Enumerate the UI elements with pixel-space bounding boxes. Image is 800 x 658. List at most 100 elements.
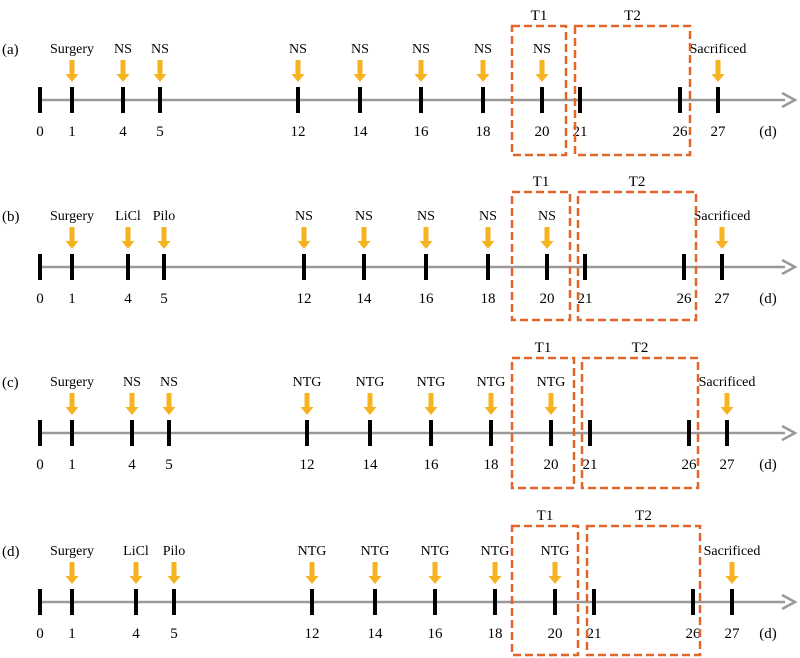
event-label-a-ns-14: NS — [351, 42, 369, 57]
tick-label-a-16: 16 — [414, 124, 430, 140]
event-arrow-icon-d-5 — [167, 562, 181, 584]
unit-label-c: (d) — [759, 457, 777, 473]
period-label-a-t2: T2 — [624, 8, 641, 24]
event-arrow-icon-b-1 — [65, 227, 79, 249]
tick-label-a-1: 1 — [68, 124, 76, 140]
event-label-d-ntg-12: NTG — [298, 544, 327, 559]
event-arrow-icon-a-18 — [476, 60, 490, 82]
tick-label-c-27: 27 — [720, 457, 736, 473]
event-arrow-icon-d-4 — [129, 562, 143, 584]
event-label-d-licl-4: LiCl — [123, 544, 149, 559]
tick-label-c-21: 21 — [583, 457, 598, 473]
event-label-b-ns-12: NS — [295, 209, 313, 224]
tick-label-b-26: 26 — [677, 291, 693, 307]
event-label-b-ns-14: NS — [355, 209, 373, 224]
period-label-c-t2: T2 — [632, 340, 649, 356]
event-label-d-surgery-1: Surgery — [50, 544, 94, 559]
event-arrow-icon-d-12 — [305, 562, 319, 584]
tick-label-d-20: 20 — [548, 626, 563, 642]
event-label-b-sacrificed-27: Sacrificed — [694, 209, 751, 224]
tick-label-c-20: 20 — [544, 457, 559, 473]
tick-label-d-1: 1 — [68, 626, 76, 642]
period-box-d-t1 — [510, 524, 580, 657]
tick-label-d-26: 26 — [686, 626, 702, 642]
period-box-b-t2 — [576, 190, 698, 322]
period-label-d-t2: T2 — [635, 508, 652, 524]
tick-label-d-0: 0 — [36, 626, 44, 642]
event-arrow-icon-c-5 — [162, 393, 176, 415]
tick-label-d-16: 16 — [428, 626, 444, 642]
event-label-d-ntg-14: NTG — [361, 544, 390, 559]
event-label-c-ntg-16: NTG — [417, 375, 446, 390]
tick-label-d-21: 21 — [587, 626, 602, 642]
event-arrow-icon-a-16 — [414, 60, 428, 82]
tick-label-c-1: 1 — [68, 457, 76, 473]
tick-label-a-5: 5 — [156, 124, 164, 140]
axis-arrow-head-d — [781, 593, 798, 611]
event-arrow-icon-b-12 — [297, 227, 311, 249]
tick-label-c-4: 4 — [128, 457, 136, 473]
tick-label-a-20: 20 — [535, 124, 550, 140]
panel-label-c: (c) — [2, 375, 19, 391]
event-label-a-ns-20: NS — [533, 42, 551, 57]
event-label-d-ntg-16: NTG — [421, 544, 450, 559]
period-box-a-t1 — [510, 24, 568, 157]
period-label-a-t1: T1 — [531, 8, 548, 24]
event-label-c-ntg-18: NTG — [477, 375, 506, 390]
period-label-b-t2: T2 — [629, 174, 646, 190]
event-label-c-ntg-14: NTG — [356, 375, 385, 390]
event-arrow-icon-c-18 — [484, 393, 498, 415]
event-label-a-surgery-1: Surgery — [50, 42, 94, 57]
event-label-c-ntg-20: NTG — [537, 375, 566, 390]
period-label-c-t1: T1 — [535, 340, 552, 356]
event-arrow-icon-c-16 — [424, 393, 438, 415]
event-arrow-icon-b-20 — [540, 227, 554, 249]
event-arrow-icon-c-14 — [363, 393, 377, 415]
event-arrow-icon-b-27 — [715, 227, 729, 249]
event-arrow-icon-c-27 — [720, 393, 734, 415]
tick-label-b-18: 18 — [481, 291, 496, 307]
event-label-b-surgery-1: Surgery — [50, 209, 94, 224]
tick-label-a-12: 12 — [291, 124, 306, 140]
event-label-c-sacrificed-27: Sacrificed — [699, 375, 756, 390]
tick-label-c-16: 16 — [424, 457, 440, 473]
event-label-a-ns-5: NS — [151, 42, 169, 57]
event-arrow-icon-a-4 — [116, 60, 130, 82]
event-label-a-ns-16: NS — [412, 42, 430, 57]
unit-label-b: (d) — [759, 291, 777, 307]
event-arrow-icon-a-12 — [291, 60, 305, 82]
event-label-d-sacrificed-27: Sacrificed — [704, 544, 761, 559]
tick-label-d-27: 27 — [725, 626, 741, 642]
panel-label-b: (b) — [2, 209, 20, 225]
axis-arrow-head-b — [781, 258, 798, 276]
event-arrow-icon-d-20 — [548, 562, 562, 584]
tick-label-a-26: 26 — [673, 124, 689, 140]
tick-label-d-5: 5 — [170, 626, 178, 642]
event-label-b-ns-16: NS — [417, 209, 435, 224]
event-label-c-ns-5: NS — [160, 375, 178, 390]
event-label-c-surgery-1: Surgery — [50, 375, 94, 390]
event-label-c-ns-4: NS — [123, 375, 141, 390]
event-arrow-icon-c-4 — [125, 393, 139, 415]
period-box-c-t1 — [510, 356, 576, 490]
event-label-b-ns-20: NS — [538, 209, 556, 224]
event-arrow-icon-d-18 — [488, 562, 502, 584]
tick-label-b-12: 12 — [297, 291, 312, 307]
axis-arrow-head-c — [781, 424, 798, 442]
event-label-a-sacrificed-27: Sacrificed — [690, 42, 747, 57]
period-label-b-t1: T1 — [533, 174, 550, 190]
tick-label-b-20: 20 — [540, 291, 555, 307]
tick-label-c-0: 0 — [36, 457, 44, 473]
event-arrow-icon-a-27 — [711, 60, 725, 82]
tick-label-b-1: 1 — [68, 291, 76, 307]
event-label-a-ns-4: NS — [114, 42, 132, 57]
tick-label-c-5: 5 — [165, 457, 173, 473]
event-arrow-icon-b-4 — [121, 227, 135, 249]
tick-label-a-4: 4 — [119, 124, 127, 140]
tick-label-b-4: 4 — [124, 291, 132, 307]
event-label-b-ns-18: NS — [479, 209, 497, 224]
tick-label-b-5: 5 — [160, 291, 168, 307]
event-arrow-icon-c-12 — [300, 393, 314, 415]
tick-label-b-14: 14 — [357, 291, 373, 307]
tick-label-b-16: 16 — [419, 291, 435, 307]
